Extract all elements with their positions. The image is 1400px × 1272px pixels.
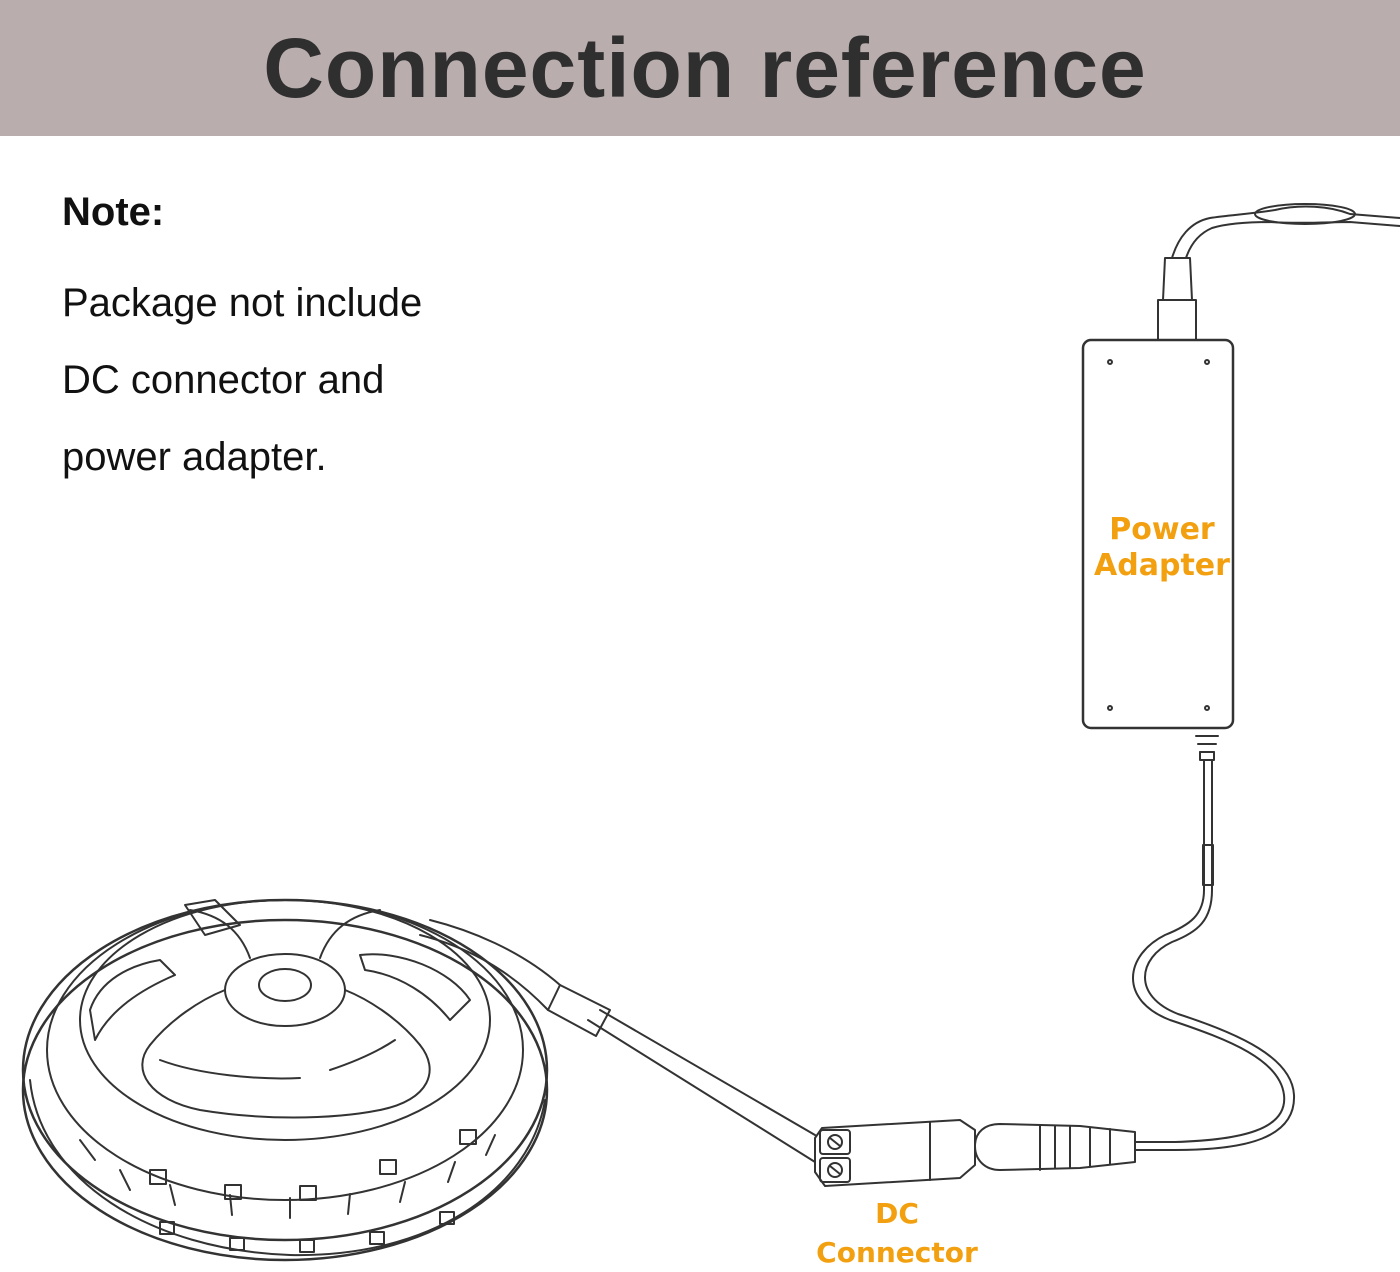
power-adapter-box: [1081, 338, 1235, 761]
power-adapter-label-line-2: Adapter: [1094, 548, 1230, 583]
title-banner: Connection reference: [0, 0, 1400, 136]
adapter-output-cable: [1132, 759, 1296, 1151]
dc-plug: [974, 1123, 1136, 1171]
note-line-1: Package not include: [62, 281, 423, 325]
mains-cable: [1157, 203, 1400, 341]
page-title: Connection reference: [263, 20, 1147, 115]
note-block: Note: Package not include DC connector a…: [62, 190, 422, 496]
note-line-3: power adapter.: [62, 435, 327, 479]
power-adapter-label: Power Adapter: [1092, 512, 1232, 584]
power-adapter-label-line-1: Power: [1109, 512, 1215, 547]
dc-female-connector: [814, 1119, 976, 1187]
led-strip-reel: [21, 898, 549, 1262]
dc-connector-label-line-2: Connector: [816, 1236, 978, 1269]
note-heading: Note:: [62, 190, 165, 234]
note-line-2: DC connector and: [62, 358, 385, 402]
dc-connector-label: DC Connector: [812, 1194, 982, 1272]
dc-connector-label-line-1: DC: [875, 1197, 919, 1230]
